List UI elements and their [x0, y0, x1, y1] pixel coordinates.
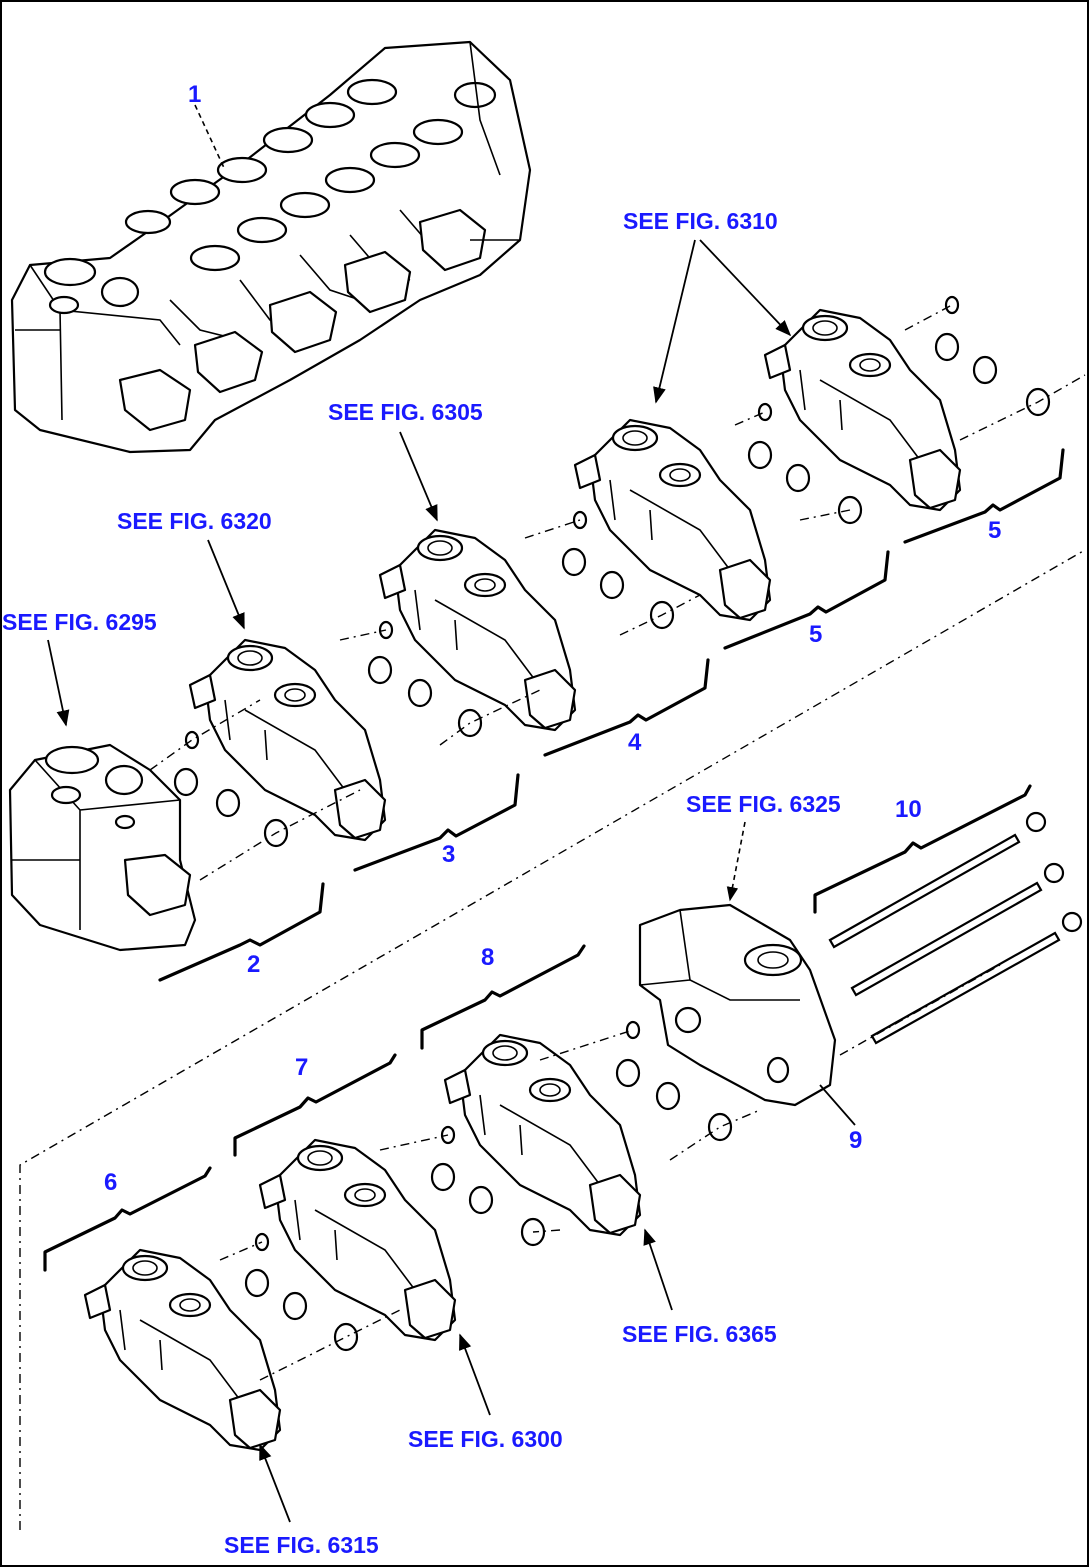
item-number-8: 8	[481, 944, 494, 971]
item-number-1: 1	[188, 81, 201, 108]
item-number-5a: 5	[809, 621, 822, 648]
ref-fig-6310: SEE FIG. 6310	[623, 208, 778, 234]
ref-fig-6300: SEE FIG. 6300	[408, 1426, 563, 1452]
valve-section-4	[378, 528, 577, 732]
item-number-5b: 5	[988, 517, 1001, 544]
ref-fig-6295: SEE FIG. 6295	[2, 609, 157, 635]
inlet-section	[8, 743, 197, 952]
ref-fig-6315: SEE FIG. 6315	[224, 1532, 379, 1558]
outlet-section	[638, 903, 837, 1107]
ref-fig-6305: SEE FIG. 6305	[328, 399, 483, 425]
assembled-control-valve	[10, 40, 532, 454]
ref-fig-6320: SEE FIG. 6320	[117, 508, 272, 534]
alignment-lines	[19, 304, 1086, 1530]
item-number-3: 3	[442, 841, 455, 868]
ref-fig-6365: SEE FIG. 6365	[622, 1321, 777, 1347]
ref-fig-6325: SEE FIG. 6325	[686, 791, 841, 817]
leader-arrows	[47, 104, 856, 1523]
item-number-7: 7	[295, 1054, 308, 1081]
tie-rods	[828, 811, 1083, 1045]
item-number-4: 4	[628, 729, 642, 756]
grouping-braces	[43, 448, 1065, 1272]
item-number-10: 10	[895, 796, 922, 823]
item-number-6: 6	[104, 1169, 117, 1196]
item-number-2: 2	[247, 951, 260, 978]
item-number-9: 9	[849, 1127, 862, 1154]
